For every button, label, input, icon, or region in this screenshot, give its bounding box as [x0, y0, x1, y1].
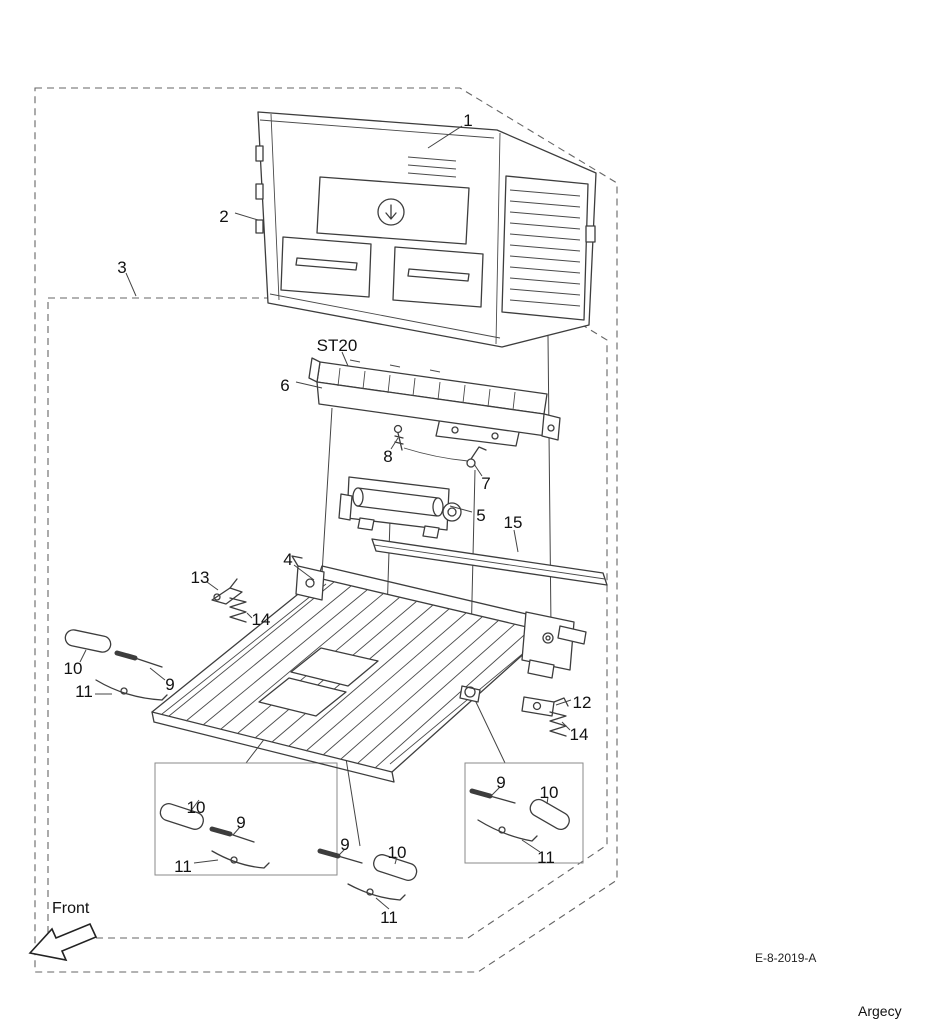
- wire-spring-11: [211, 850, 270, 869]
- tray-left-hinge: [291, 555, 325, 601]
- callout-14-left: 14: [252, 610, 271, 629]
- roller-assembly: [338, 476, 462, 539]
- drawing-number: E-8-2019-A: [755, 951, 816, 965]
- rear-cover: [255, 111, 597, 348]
- tray-roller-post: [459, 685, 481, 703]
- roller-pin-set-left: [64, 629, 168, 701]
- latch-bracket-12: [521, 696, 569, 717]
- pin-9: [114, 650, 138, 661]
- wire-spring-11: [347, 883, 406, 901]
- cover-lower-recesses: [280, 236, 484, 308]
- callout-5: 5: [476, 506, 485, 525]
- callout-1: 1: [463, 111, 472, 130]
- front-arrow-icon: [28, 922, 98, 962]
- callout-11-bottom-middle: 11: [380, 908, 398, 927]
- spring-14-left: [229, 597, 247, 623]
- roller-pin-set-bottom-left: [159, 803, 270, 869]
- callout-4: 4: [283, 550, 292, 569]
- callout-6: 6: [280, 376, 289, 395]
- guide-blade: [371, 538, 608, 586]
- callout-11-left: 11: [75, 682, 93, 701]
- callout-2: 2: [219, 207, 228, 226]
- pin-9: [469, 788, 493, 799]
- outer-dashed-boundary: [34, 87, 618, 973]
- callout-10-bottom-middle: 10: [388, 843, 407, 862]
- callout-14-right: 14: [570, 725, 589, 744]
- wire-spring-11: [477, 819, 538, 842]
- callout-labels: 1 2 3 6 8 7 5 15 4 13 14 10 11 9 12 14 1…: [64, 111, 592, 927]
- callout-9-bottom-left: 9: [236, 813, 245, 832]
- spring-14-right: [549, 711, 567, 737]
- callout-9-bottom-middle: 9: [340, 835, 349, 854]
- pin-9: [317, 848, 341, 859]
- cover-handle-recess: [316, 176, 470, 245]
- roller-10: [373, 854, 418, 881]
- cover-latch-tab: [585, 225, 596, 243]
- callout-leader-lines: [79, 125, 572, 910]
- pin-9: [209, 826, 233, 837]
- latch-bracket-13: [211, 578, 243, 605]
- roller-pin-set-bottom-right: [469, 788, 570, 842]
- callout-10-left: 10: [64, 659, 83, 678]
- roller-10: [64, 629, 112, 653]
- roller-10: [529, 798, 570, 831]
- callout-9-bottom-right: 9: [496, 773, 505, 792]
- callout-13: 13: [191, 568, 210, 587]
- chute-assembly: [308, 357, 561, 441]
- parts-group-boxes: [154, 762, 584, 876]
- callout-11-bottom-left: 11: [174, 857, 192, 876]
- cover-vent-panel: [501, 175, 589, 321]
- tray-right-bracket: [521, 611, 587, 679]
- roller-10: [159, 803, 204, 830]
- callout-12: 12: [573, 693, 592, 712]
- watermark: Argecy: [858, 1003, 902, 1019]
- callout-11-bottom-right: 11: [537, 848, 555, 867]
- callout-9-left: 9: [165, 675, 174, 694]
- front-label: Front: [52, 900, 90, 917]
- assembly-label: ST20: [317, 336, 358, 355]
- callout-15: 15: [504, 513, 523, 532]
- callout-10-bottom-left: 10: [187, 798, 206, 817]
- duplex-tray: [151, 555, 587, 783]
- roller-pin-set-bottom-middle: [317, 848, 418, 901]
- callout-3: 3: [117, 258, 126, 277]
- wire-spring-11: [95, 679, 168, 701]
- front-indicator: Front: [28, 900, 98, 962]
- callout-8: 8: [383, 447, 392, 466]
- callout-10-bottom-right: 10: [540, 783, 559, 802]
- callout-7: 7: [481, 474, 490, 493]
